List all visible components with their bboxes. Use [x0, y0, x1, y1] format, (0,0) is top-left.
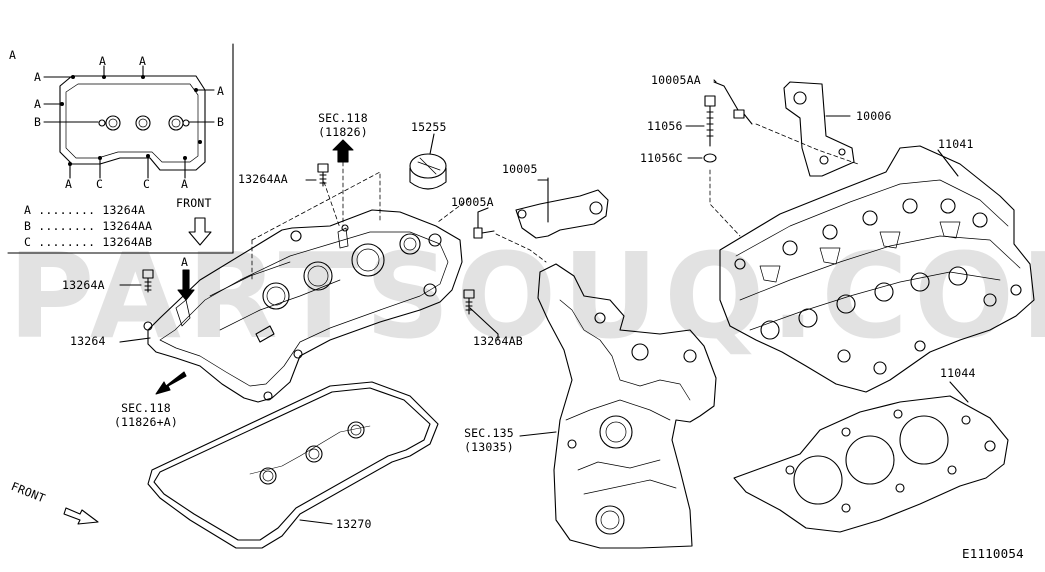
inset-point-a: A [34, 97, 42, 111]
label-13264A[interactable]: 13264A [62, 278, 105, 292]
sec118-down-arrow-icon [155, 371, 187, 395]
label-10005A[interactable]: 10005A [451, 195, 494, 209]
inset-point-a: A [34, 70, 42, 84]
label-sec118-top-ref[interactable]: (11826) [318, 125, 368, 139]
legend-key: B [24, 219, 32, 233]
legend-dots: ........ [38, 219, 96, 233]
label-11056[interactable]: 11056 [647, 119, 683, 133]
inset-legend-row: B ........ 13264AA [24, 220, 152, 233]
label-10005AA[interactable]: 10005AA [651, 73, 701, 87]
inset-front-arrow-icon [188, 217, 212, 246]
inset-point-a: A [139, 54, 147, 68]
inset-point-c: C [96, 177, 104, 191]
front-main-arrow-icon [63, 507, 99, 525]
arrow-a-label: A [181, 255, 189, 269]
legend-part: 13264AB [102, 235, 153, 249]
inset-point-a: A [181, 177, 189, 191]
inset-legend-row: C ........ 13264AB [24, 236, 152, 249]
label-sec118-top[interactable]: SEC.118 [318, 111, 368, 125]
head-gasket-11044 [733, 381, 1009, 533]
legend-part: 13264AA [102, 219, 153, 233]
label-13270[interactable]: 13270 [336, 517, 372, 531]
legend-key: A [24, 203, 32, 217]
legend-dots: ........ [38, 203, 96, 217]
label-11044[interactable]: 11044 [940, 366, 976, 380]
bracket-10005 [515, 177, 609, 239]
label-13264AA[interactable]: 13264AA [238, 172, 288, 186]
inset-point-b: B [34, 115, 42, 129]
inset-cover-outline [43, 65, 215, 179]
watermark: PARTSOUQ.COM [8, 227, 1045, 365]
inset-point-b: B [217, 115, 225, 129]
inset-point-a: A [65, 177, 73, 191]
label-13264AB[interactable]: 13264AB [473, 334, 523, 348]
inset-point-a: A [99, 54, 107, 68]
label-11056C[interactable]: 11056C [640, 151, 683, 165]
gasket-13270 [147, 381, 439, 549]
label-sec135-ref[interactable]: (13035) [464, 440, 514, 454]
label-sec135[interactable]: SEC.135 [464, 426, 514, 440]
label-10006[interactable]: 10006 [856, 109, 892, 123]
bolt-13264AB [463, 289, 499, 341]
legend-key: C [24, 235, 32, 249]
label-sec118-bottom-ref[interactable]: (11826+A) [113, 415, 179, 429]
bracket-10006 [783, 81, 855, 177]
head-dashed-guides [495, 123, 859, 263]
bolt-13264A [119, 269, 154, 293]
arrow-a-icon [177, 269, 195, 301]
label-leaders [119, 79, 717, 437]
inset-frame [7, 43, 234, 254]
label-sec118-bottom[interactable]: SEC.118 [121, 401, 171, 415]
legend-part: 13264A [102, 203, 146, 217]
legend-dots: ........ [38, 235, 96, 249]
rocker-cover-13264 [143, 209, 463, 403]
label-11041[interactable]: 11041 [938, 137, 974, 151]
bolt-10005AA [713, 81, 753, 125]
label-10005[interactable]: 10005 [502, 162, 538, 176]
bolt-13264AA [305, 163, 329, 187]
diagram-code: E1110054 [962, 546, 1024, 561]
oil-cap-15255 [409, 133, 447, 190]
inset-title: A [9, 48, 17, 62]
cylinder-head-11041 [719, 145, 1035, 393]
inset-front-label: FRONT [176, 196, 212, 210]
inset-legend-row: A ........ 13264A [24, 204, 145, 217]
cover-dashed-guides [251, 171, 471, 281]
inset-point-c: C [143, 177, 151, 191]
label-15255[interactable]: 15255 [411, 120, 447, 134]
bolt-10005A [473, 207, 495, 239]
front-cover-sec135 [537, 263, 717, 549]
label-13264[interactable]: 13264 [70, 334, 106, 348]
sec118-up-arrow-icon [332, 139, 354, 163]
inset-point-a: A [217, 84, 225, 98]
bolt-11056 [685, 95, 717, 163]
